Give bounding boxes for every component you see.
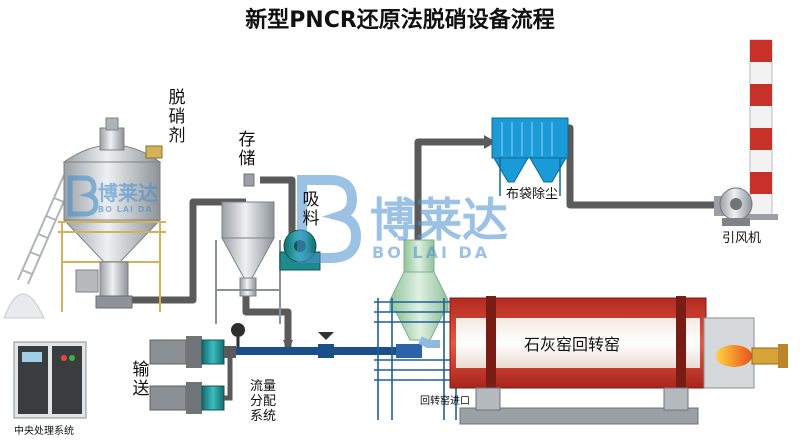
lance-valve-icon: [318, 332, 334, 340]
label-conveying: 输送: [128, 360, 149, 398]
label-flow-distribution: 流量分配系统: [250, 379, 277, 424]
silo-railing: [58, 221, 166, 312]
label-kiln: 石灰窑回转窑: [524, 335, 621, 354]
flow-meter-icon: [231, 323, 245, 337]
baghouse-filter: [491, 117, 569, 196]
chimney: [744, 39, 778, 220]
pipe-silo-to-storage: [100, 198, 246, 304]
pump-2-icon: [201, 385, 225, 411]
svg-text:BO LAI DA: BO LAI DA: [372, 243, 490, 262]
label-kiln-inlet: 回转窑进口: [420, 396, 470, 407]
pipe-cyclone-to-baghouse: [414, 138, 488, 240]
arrow-to-injector: [283, 340, 293, 352]
pipe-baghouse-to-fan: [562, 124, 720, 209]
burner-flame-icon: [716, 345, 752, 367]
powder-pile: [3, 293, 45, 319]
label-denitrant: 脱硝剂: [164, 88, 185, 145]
label-control-system: 中央处理系统: [14, 426, 74, 437]
storage-tank: [215, 173, 281, 324]
induced-draft-fan: [714, 187, 753, 226]
pipe-storage-to-injector: [242, 296, 292, 348]
pipe-arrows: [283, 135, 496, 352]
watermark-logo-small: 博莱达 BO LAI DA: [67, 175, 158, 217]
control-cabinet: [13, 341, 87, 419]
svg-text:博莱达: 博莱达: [370, 193, 508, 247]
control-screen-icon: [22, 352, 42, 362]
arrow-to-baghouse: [484, 135, 496, 149]
denitrant-silo: [3, 117, 166, 319]
diagram-title: 新型PNCR还原法脱硝设备流程: [245, 8, 555, 33]
label-fan: 引风机: [722, 231, 762, 246]
level-sensor-icon: [145, 145, 163, 159]
pump-1-icon: [201, 339, 225, 365]
svg-text:博莱达: 博莱达: [98, 181, 158, 205]
watermark-logo: 博莱达 BO LAI DA: [297, 175, 508, 263]
label-suction: 吸料: [298, 190, 319, 228]
conveying-pumps: [149, 323, 245, 414]
svg-text:BO LAI DA: BO LAI DA: [98, 205, 153, 214]
pipe-storage-to-suction: [260, 176, 296, 248]
kiln-inlet-frame: [374, 298, 458, 420]
label-storage: 存储: [234, 130, 255, 168]
injection-lance: [232, 332, 422, 358]
label-baghouse: 布袋除尘: [506, 187, 559, 202]
rotary-kiln: [449, 296, 788, 425]
